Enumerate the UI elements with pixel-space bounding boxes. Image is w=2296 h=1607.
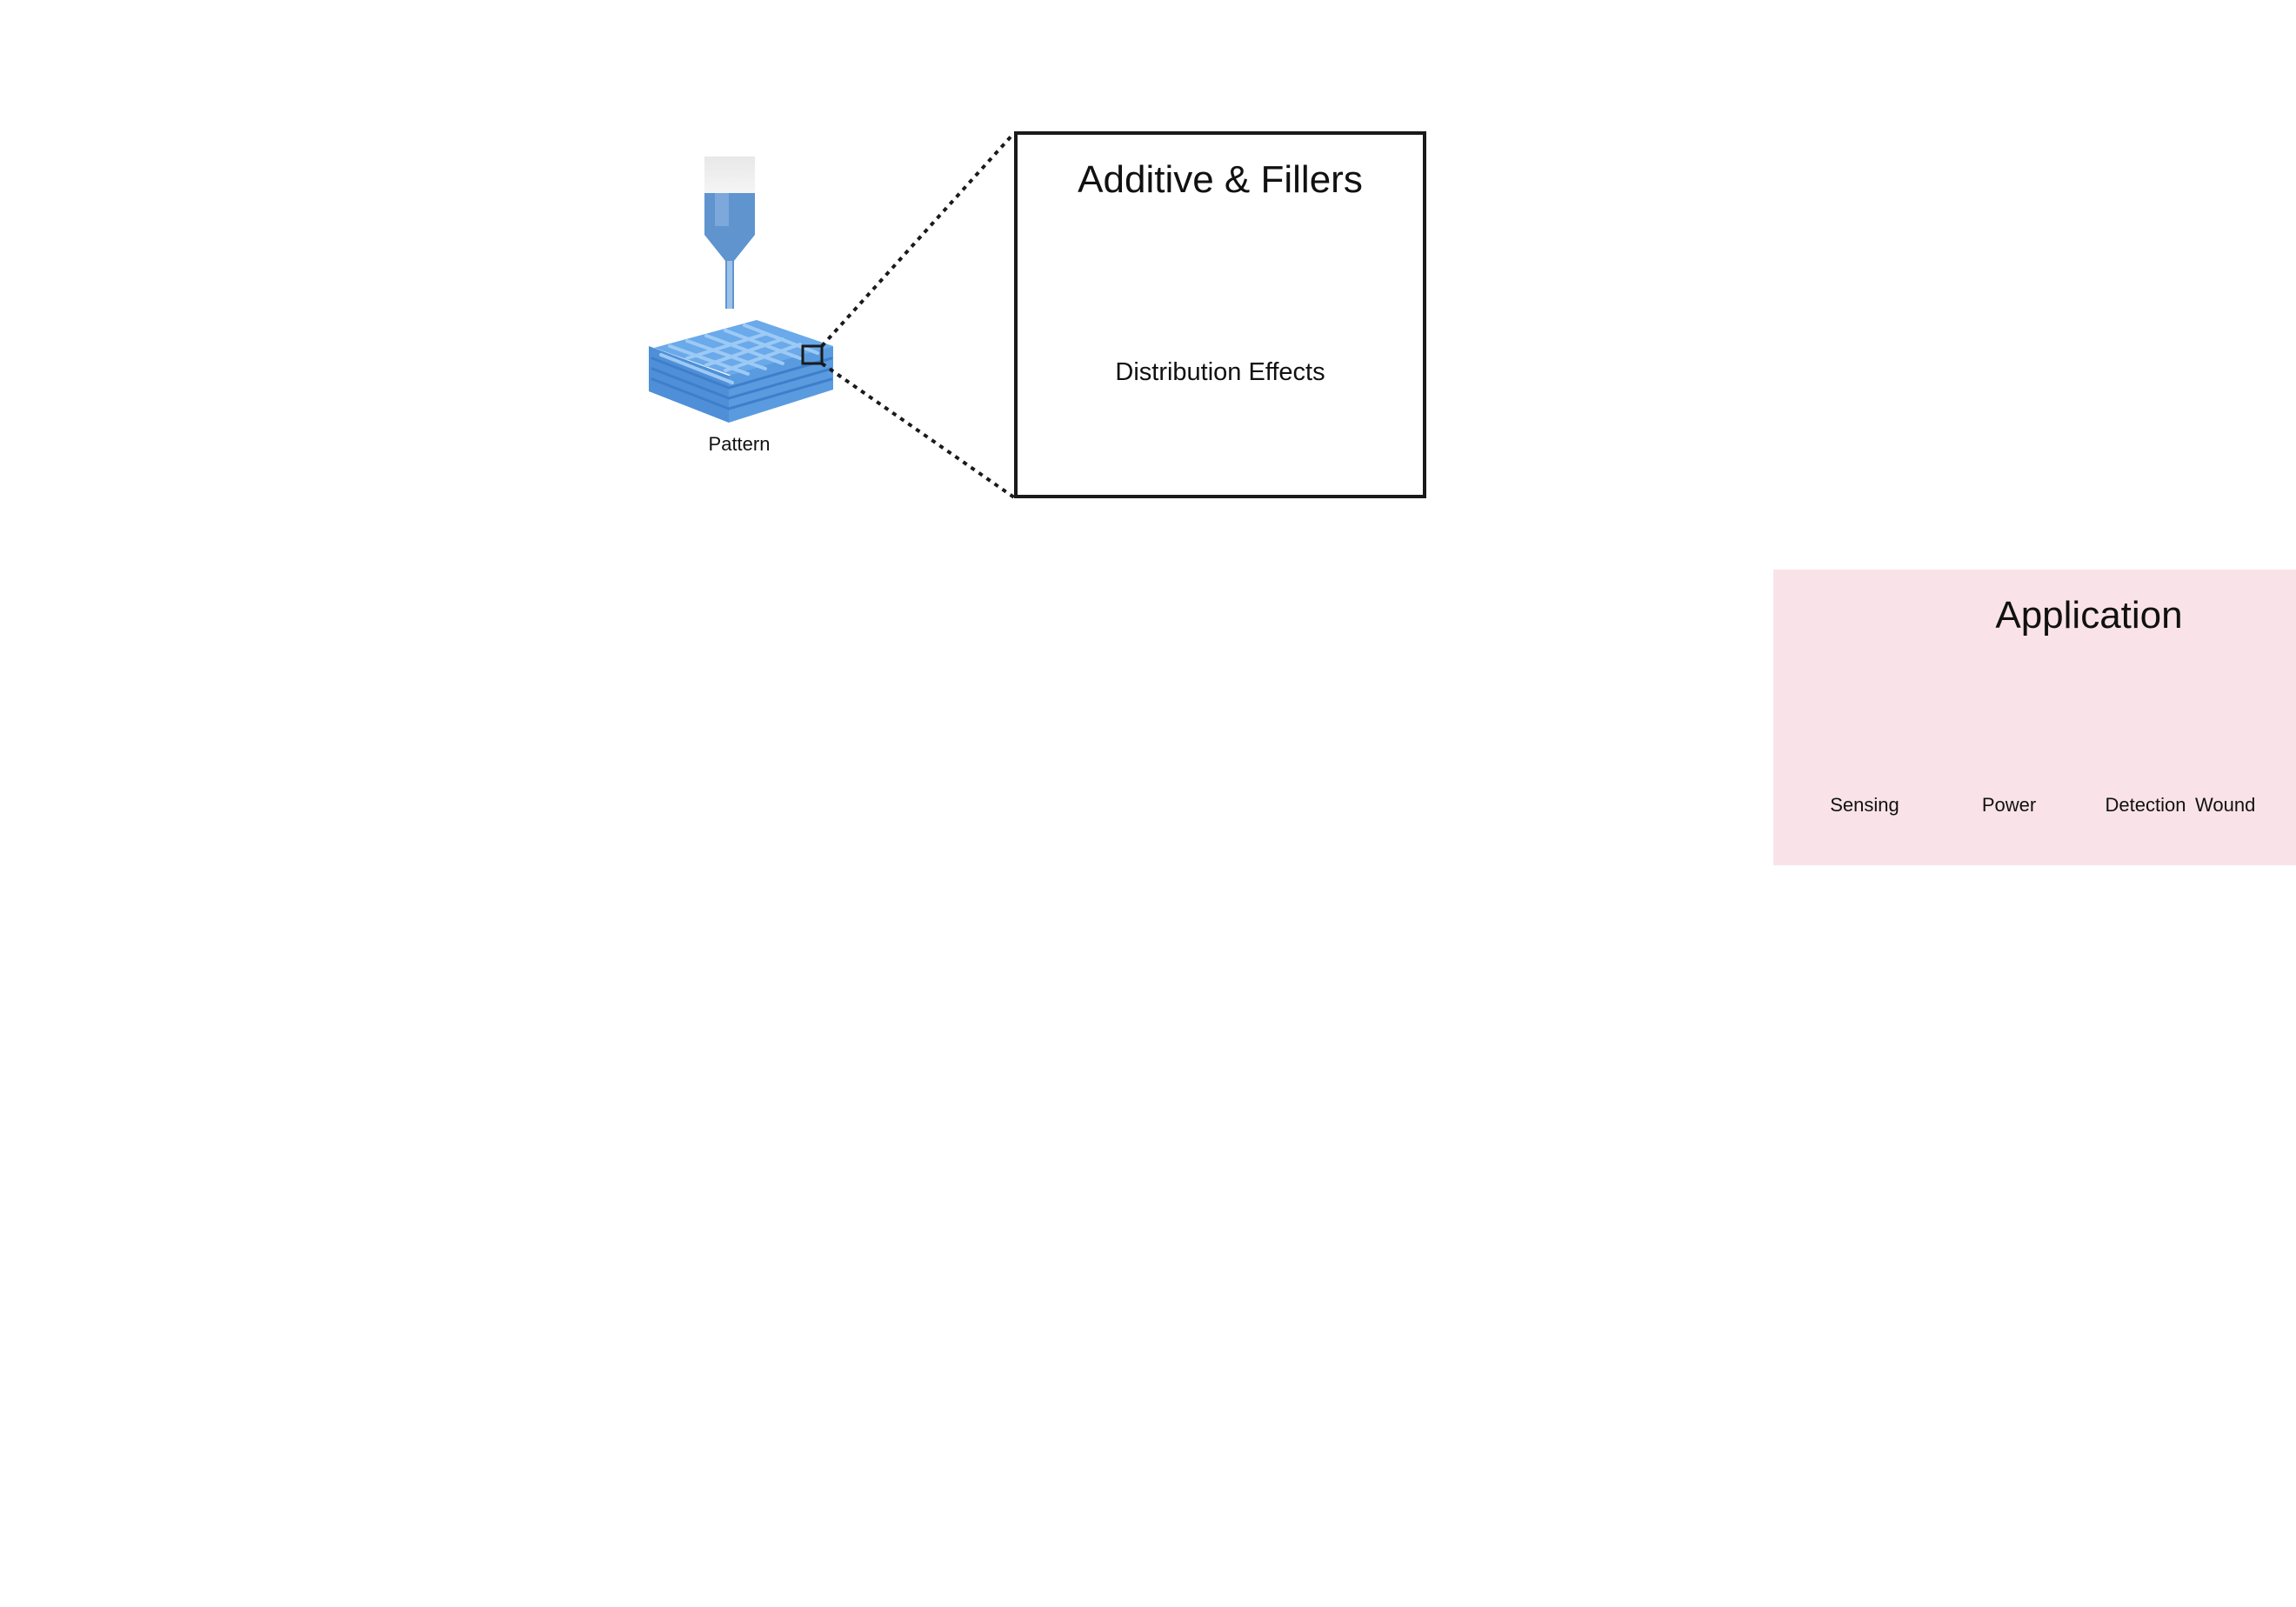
printed-lattice-icon (649, 320, 833, 423)
syringe-icon (704, 157, 755, 309)
application-label-detection: Detection (2105, 794, 2186, 816)
distribution-effects-label: Distribution Effects (1115, 358, 1325, 386)
application-label-wound: Wound (2195, 794, 2256, 816)
application-label-power: Power (1981, 794, 2037, 816)
zoom-connector-lines (820, 131, 1016, 499)
application-panel (1773, 570, 2296, 865)
application-title: Application (1995, 594, 2183, 637)
zoom-panel-title: Additive & Fillers (1078, 158, 1363, 201)
application-label-sensing: Sensing (1830, 794, 1899, 816)
zoom-panel (1014, 131, 1426, 498)
pattern-label: Pattern (708, 433, 771, 455)
